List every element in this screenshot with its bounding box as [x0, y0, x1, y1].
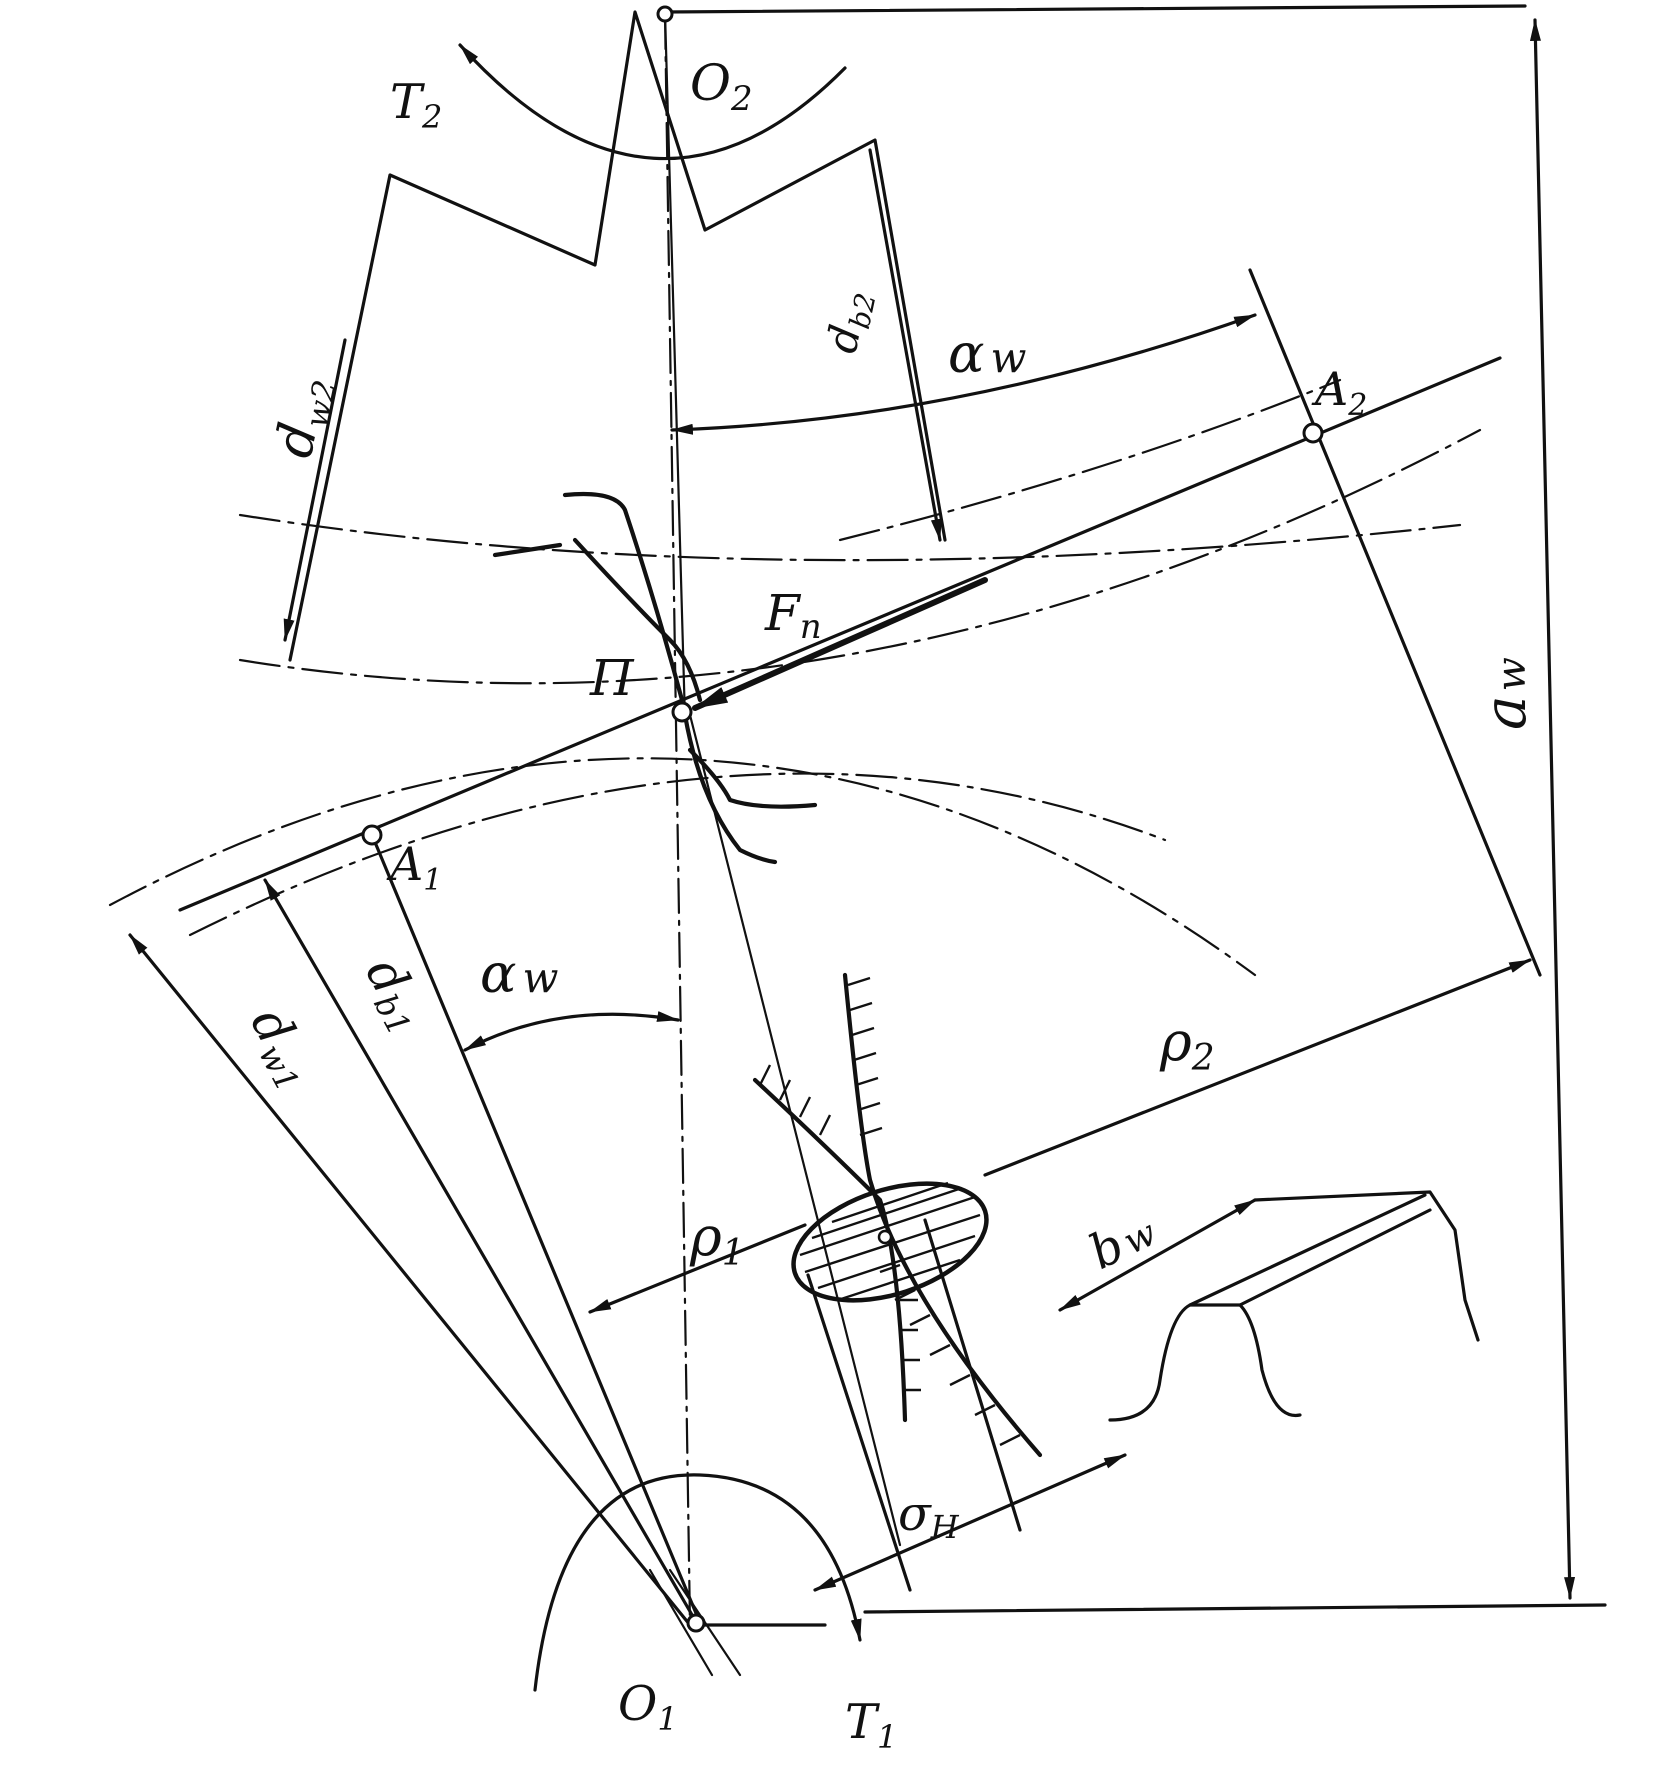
face-width-profile-left: [1108, 1303, 1302, 1422]
db1-line: [263, 878, 697, 1622]
dw2-dimension-line: [283, 338, 347, 642]
center-line: [663, 13, 692, 1627]
label-a1: A1: [386, 837, 442, 898]
contact-ellipse-hatch: [799, 1181, 981, 1302]
label-t2: T2: [390, 74, 442, 136]
label-aw: aw: [1471, 657, 1539, 730]
rho1-dimension-line: [588, 1223, 807, 1314]
tooth-flank-upper-2: [572, 537, 703, 703]
bw-dimension-line: [1058, 1198, 1257, 1312]
tooth-flank-upper: [562, 491, 685, 703]
hatch-lower: [879, 1263, 1021, 1447]
tooth-flank-lower-2: [687, 747, 818, 809]
label-db2: db2: [817, 286, 883, 358]
label-t1: T1: [845, 1694, 897, 1756]
pole-point: [671, 701, 693, 723]
face-width-side-1: [1188, 1193, 1427, 1307]
label-o1: O1: [618, 1676, 678, 1738]
label-bw: bw: [1081, 1202, 1165, 1281]
t2-rotation-arc: [458, 43, 847, 161]
label-a2: A2: [1311, 362, 1367, 423]
alpha-w-top-arc: [670, 313, 1257, 435]
a2-point: [1302, 422, 1324, 444]
contact-ellipse: [791, 1181, 989, 1303]
contact-curve-upper: [842, 972, 1043, 1458]
a2-normal-line: [1248, 268, 1542, 977]
rho2-dimension-line: [983, 958, 1532, 1177]
sigma-h-dimension-line: [813, 1453, 1127, 1592]
gear1-base-circle: [188, 772, 1167, 937]
alpha-w-bottom-arc: [463, 1011, 680, 1052]
face-width-top-edge: [1253, 1190, 1480, 1342]
t1-rotation-arc: [533, 1473, 862, 1692]
label-sigma-h: σH: [898, 1486, 960, 1546]
face-width-side-2: [1238, 1208, 1432, 1307]
label-fn: Fn: [764, 584, 822, 647]
tooth-flank-lower: [682, 712, 778, 865]
db2-dimension-line: [868, 148, 942, 542]
dw1-line: [128, 933, 692, 1627]
hatch-upper: [758, 976, 883, 1137]
gear2-tooth-outline: [288, 10, 947, 662]
gear2-pitch-circle: [238, 428, 1482, 685]
contact-point: [877, 1229, 893, 1245]
aw-dimension-line: [1529, 18, 1576, 1600]
o1-point: [686, 1613, 706, 1633]
gear2-base-circle: [238, 513, 1462, 562]
fn-force-arrow: [692, 577, 988, 711]
o1-ray-1: [648, 1568, 714, 1677]
a1-point: [361, 824, 383, 846]
label-o2: O2: [690, 54, 753, 119]
o2-point: [656, 5, 674, 23]
cylinder-side-left: [806, 1273, 912, 1592]
cylinder-side-right: [923, 1218, 1022, 1532]
gear2-addendum-circle: [838, 378, 1342, 542]
contact-normal-line: [688, 713, 902, 1547]
contact-curve-lower: [752, 1077, 908, 1423]
line-of-action: [178, 356, 1502, 912]
a1-radius-line: [370, 833, 700, 1620]
frame-bottom-line: [863, 1603, 1607, 1614]
label-rho2: ρ2: [1159, 1010, 1215, 1079]
label-pole: П: [589, 649, 635, 707]
tip-stub: [492, 542, 563, 558]
frame-top-line: [663, 4, 1527, 14]
label-rho1: ρ1: [689, 1205, 745, 1274]
